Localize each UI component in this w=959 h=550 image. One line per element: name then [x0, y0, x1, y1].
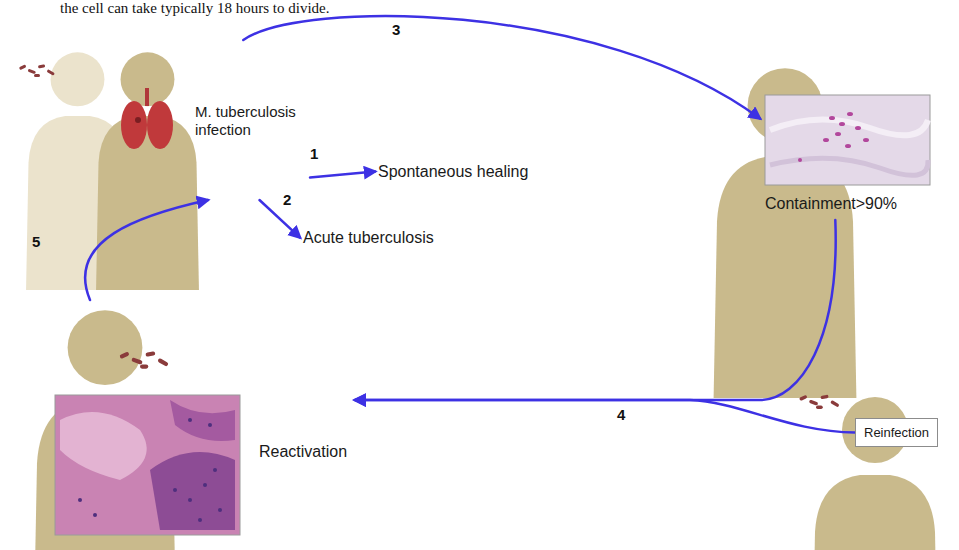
step-number: 1 [310, 146, 318, 161]
node-text: Reactivation [256, 440, 350, 463]
reinfection-box: Reinfection [855, 418, 938, 447]
cycle-arrow [85, 200, 208, 300]
cycle-arrow [260, 200, 301, 238]
nucleus [78, 498, 82, 502]
trachea [145, 88, 149, 106]
node-text: Reinfection [856, 419, 937, 446]
nuclei [78, 418, 222, 522]
lungs [121, 88, 173, 149]
cell-infiltrate [150, 452, 235, 530]
bacillus [835, 132, 841, 136]
nucleus [203, 483, 207, 487]
infected-person [96, 52, 199, 290]
bacillus [845, 144, 851, 148]
nucleus [218, 508, 222, 512]
cell-infiltrate [170, 400, 235, 441]
containment-figure: Containment>90% [760, 90, 935, 220]
bacteria [19, 64, 55, 77]
cycle-arrow [243, 16, 760, 119]
reactivation-figure: Reactivation [20, 300, 355, 540]
cycle-arrow [355, 220, 836, 400]
outcome-text: Acute tuberculosis [300, 226, 437, 249]
nucleus [198, 518, 202, 522]
outcome-text: Spontaneous healing [375, 160, 531, 183]
node-text: M. tuberculosis infection [192, 102, 306, 140]
bacillus [839, 122, 845, 126]
caseous-micrograph [55, 395, 240, 535]
bacteria [799, 395, 840, 409]
node-text: Spontaneous healing [375, 160, 531, 183]
nucleus [173, 488, 177, 492]
bacteria [119, 351, 169, 368]
step-number: 4 [617, 407, 625, 422]
micrograph-frame [55, 395, 240, 535]
bacillus [847, 112, 853, 116]
micrograph-frame [765, 95, 930, 185]
node-text: Acute tuberculosis [300, 226, 437, 249]
caption-fragment: the cell can take typically 18 hours to … [60, 0, 330, 17]
bacillus [863, 138, 869, 142]
reinfecting-person [812, 397, 938, 550]
nucleus [188, 498, 192, 502]
lesion [135, 117, 141, 123]
bacillus [829, 116, 835, 120]
granuloma-micrograph [765, 95, 930, 185]
stained-bacilli [798, 112, 869, 162]
step-number: 3 [392, 22, 400, 37]
tissue-streak [770, 119, 928, 135]
bacillus [855, 126, 861, 130]
step-number: 5 [32, 234, 40, 249]
nucleus [213, 468, 217, 472]
cycle-arrow [355, 400, 855, 433]
bacillus [798, 158, 802, 162]
right-lung [147, 101, 173, 149]
tissue-streak [770, 158, 928, 175]
infection-figure: M. tuberculosis infection [20, 40, 310, 200]
nucleus [208, 423, 212, 427]
node-text: Containment>90% [762, 192, 900, 215]
nucleus [93, 513, 97, 517]
nucleus [188, 418, 192, 422]
cycle-arrow [310, 172, 375, 178]
step-number: 2 [283, 192, 291, 207]
bacillus [823, 138, 829, 142]
left-lung [121, 101, 147, 149]
connectors [85, 16, 855, 432]
necrosis-patch [60, 412, 147, 480]
